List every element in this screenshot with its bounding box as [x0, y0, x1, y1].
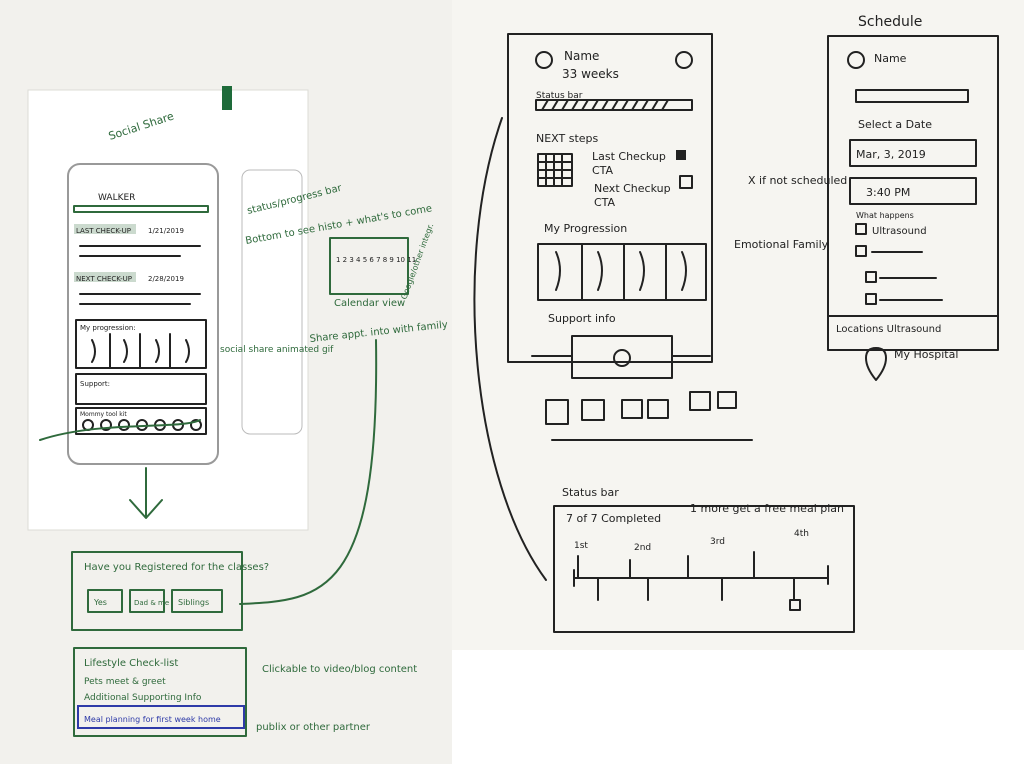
note-social-share-gif: social share animated gif — [220, 345, 334, 355]
rs-what-happens: What happens — [856, 211, 914, 220]
rs-cta-1: CTA — [592, 164, 614, 177]
rs-status-bar-label: Status bar — [536, 91, 583, 101]
rs-completed: 7 of 7 Completed — [566, 512, 661, 525]
rs-weeks: 33 weeks — [562, 67, 619, 81]
mommy-toolkit-label: Mommy tool kit — [80, 411, 127, 418]
lifestyle-item-1: Additional Supporting Info — [84, 693, 202, 703]
rs-emotional-family: Emotional Family — [734, 238, 829, 251]
rs-locations: Locations Ultrasound — [836, 324, 941, 335]
rs-hospital: My Hospital — [894, 348, 958, 361]
rs-status-bar-title: Status bar — [562, 486, 619, 499]
my-progression-label: My progression: — [80, 324, 136, 332]
rs-free-meal: 1 more get a free meal plan — [690, 502, 844, 515]
rs-cta-2: CTA — [594, 196, 616, 209]
rs-next-checkup: Next Checkup — [594, 182, 671, 195]
lifestyle-item-0: Pets meet & greet — [84, 677, 166, 687]
rs-support-info: Support info — [548, 312, 616, 325]
rs-next-steps: NEXT steps — [536, 132, 599, 145]
rs-time-value: 3:40 PM — [866, 186, 910, 199]
rs-ultrasound: Ultrasound — [872, 226, 927, 237]
rs-timeline-2nd: 2nd — [634, 543, 651, 553]
rs-date-value: Mar, 3, 2019 — [856, 148, 926, 161]
rs-timeline-4th: 4th — [794, 529, 809, 539]
rs-schedule-title: Schedule — [858, 14, 922, 30]
left-sketch-panel: WALKER LAST CHECK-UP 1/21/2019 NEXT CHEC… — [0, 0, 452, 764]
note-clickable-content: Clickable to video/blog content — [262, 664, 417, 675]
class-button-dad: Dad & me — [134, 599, 169, 607]
rs-my-progression: My Progression — [544, 222, 627, 235]
rs-timeline-3rd: 3rd — [710, 537, 725, 547]
last-checkup-date: 1/21/2019 — [148, 227, 184, 235]
rs-x-note: X if not scheduled — [748, 174, 847, 187]
calendar-numbers: 1 2 3 4 5 6 7 8 9 10 11 — [336, 256, 416, 264]
class-button-yes: Yes — [93, 598, 107, 607]
note-calendar-view: Calendar view — [334, 298, 405, 309]
phone-header: WALKER — [98, 193, 135, 203]
rs-timeline-1st: 1st — [574, 541, 588, 551]
lifestyle-item-2: Meal planning for first week home — [84, 715, 221, 724]
rs-name: Name — [564, 49, 599, 63]
next-checkup-date: 2/28/2019 — [148, 275, 184, 283]
rs-select-date: Select a Date — [858, 118, 932, 131]
rs-schedule-name: Name — [874, 52, 907, 65]
note-publix: publix or other partner — [256, 722, 371, 733]
lifestyle-title: Lifestyle Check-list — [84, 658, 178, 669]
support-label: Support: — [80, 380, 110, 388]
classes-question: Have you Registered for the classes? — [84, 562, 269, 573]
right-sketch-panel: Name 33 weeks Status bar NEXT steps Last… — [452, 0, 1024, 764]
class-button-siblings: Siblings — [178, 598, 209, 607]
next-checkup-label: NEXT CHECK-UP — [76, 275, 132, 283]
rs-last-checkup: Last Checkup — [592, 150, 666, 163]
last-checkup-label: LAST CHECK-UP — [76, 227, 131, 235]
